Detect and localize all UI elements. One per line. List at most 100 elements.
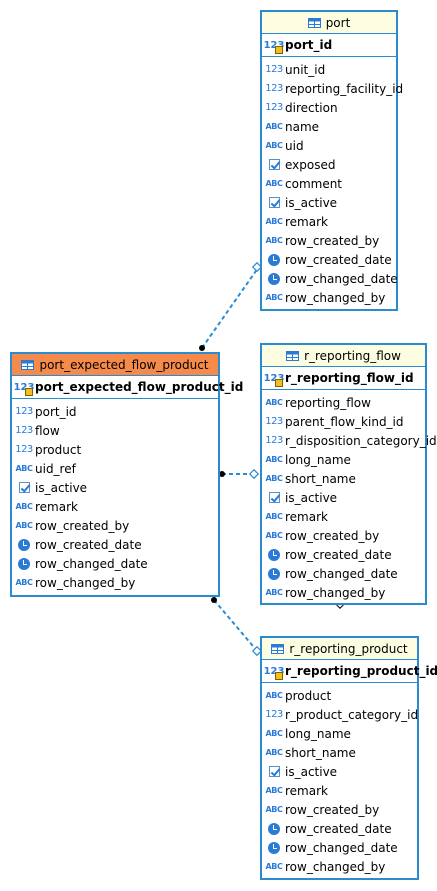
numeric-type-icon: 123 [265, 416, 283, 427]
column-name: reporting_facility_id [285, 81, 404, 96]
numeric-type-icon: 123 [265, 83, 283, 94]
relation-end-many-port [199, 345, 205, 351]
relation-end-one-r-reporting-product [251, 645, 263, 657]
relation-end-one-port [251, 261, 263, 273]
column-row[interactable]: row_changed_date [262, 838, 417, 857]
column-name: row_created_date [35, 537, 142, 552]
column-name: flow [35, 423, 60, 438]
column-row[interactable]: row_changed_date [12, 554, 218, 573]
text-type-icon: ABC [265, 588, 283, 597]
text-type-icon: ABC [265, 217, 283, 226]
column-row[interactable]: row_created_date [262, 819, 417, 838]
text-type-icon: ABC [265, 179, 283, 188]
numeric-type-icon: 123 [265, 64, 283, 75]
text-type-icon: ABC [265, 236, 283, 245]
entity-header[interactable]: port_expected_flow_product [12, 354, 218, 376]
column-name: is_active [285, 490, 338, 505]
text-type-icon: ABC [265, 293, 283, 302]
column-name: reporting_flow [285, 395, 371, 410]
relation-line-r-reporting-product[interactable] [213, 599, 259, 653]
column-name: row_created_date [285, 252, 392, 267]
text-type-icon: ABC [15, 521, 33, 530]
column-row[interactable]: is_active [262, 762, 417, 781]
column-row[interactable]: row_created_date [262, 545, 425, 564]
primary-key-name: port_expected_flow_product_id [35, 380, 244, 394]
text-type-icon: ABC [265, 122, 283, 131]
relation-end-one-r-reporting-flow [248, 468, 260, 480]
entity-title: port_expected_flow_product [39, 357, 209, 372]
relation-end-many-r-reporting-flow [219, 471, 225, 477]
column-row[interactable]: row_changed_date [262, 269, 398, 288]
column-row[interactable]: row_created_date [262, 250, 396, 269]
column-name: row_changed_by [285, 859, 386, 874]
numeric-type-icon: 123 [265, 435, 283, 446]
column-row[interactable]: row_changed_date [262, 564, 425, 583]
entity-header[interactable]: r_reporting_flow [262, 345, 425, 367]
column-name: row_changed_by [285, 290, 386, 305]
text-type-icon: ABC [265, 786, 283, 795]
text-type-icon: ABC [15, 464, 33, 473]
text-type-icon: ABC [265, 398, 283, 407]
column-name: row_created_by [285, 233, 380, 248]
primary-key-icon: 123 [14, 382, 34, 396]
column-name: uid [285, 138, 304, 153]
entity-header[interactable]: port [262, 12, 396, 34]
column-name: row_changed_by [285, 585, 386, 600]
boolean-type-icon [265, 159, 283, 170]
column-row[interactable]: row_created_date [12, 535, 218, 554]
relation-line-port[interactable] [201, 267, 259, 349]
column-name: long_name [285, 726, 351, 741]
column-row[interactable]: is_active [262, 193, 396, 212]
column-row[interactable]: is_active [12, 478, 218, 497]
primary-key-icon: 123 [264, 373, 284, 387]
column-row[interactable]: is_active [262, 488, 425, 507]
entity-header[interactable]: r_reporting_product [262, 638, 417, 660]
column-name: parent_flow_kind_id [285, 414, 404, 429]
text-type-icon: ABC [265, 691, 283, 700]
column-row[interactable]: exposed [262, 155, 396, 174]
numeric-type-icon: 123 [265, 102, 283, 113]
text-type-icon: ABC [265, 729, 283, 738]
datetime-type-icon [265, 567, 283, 580]
